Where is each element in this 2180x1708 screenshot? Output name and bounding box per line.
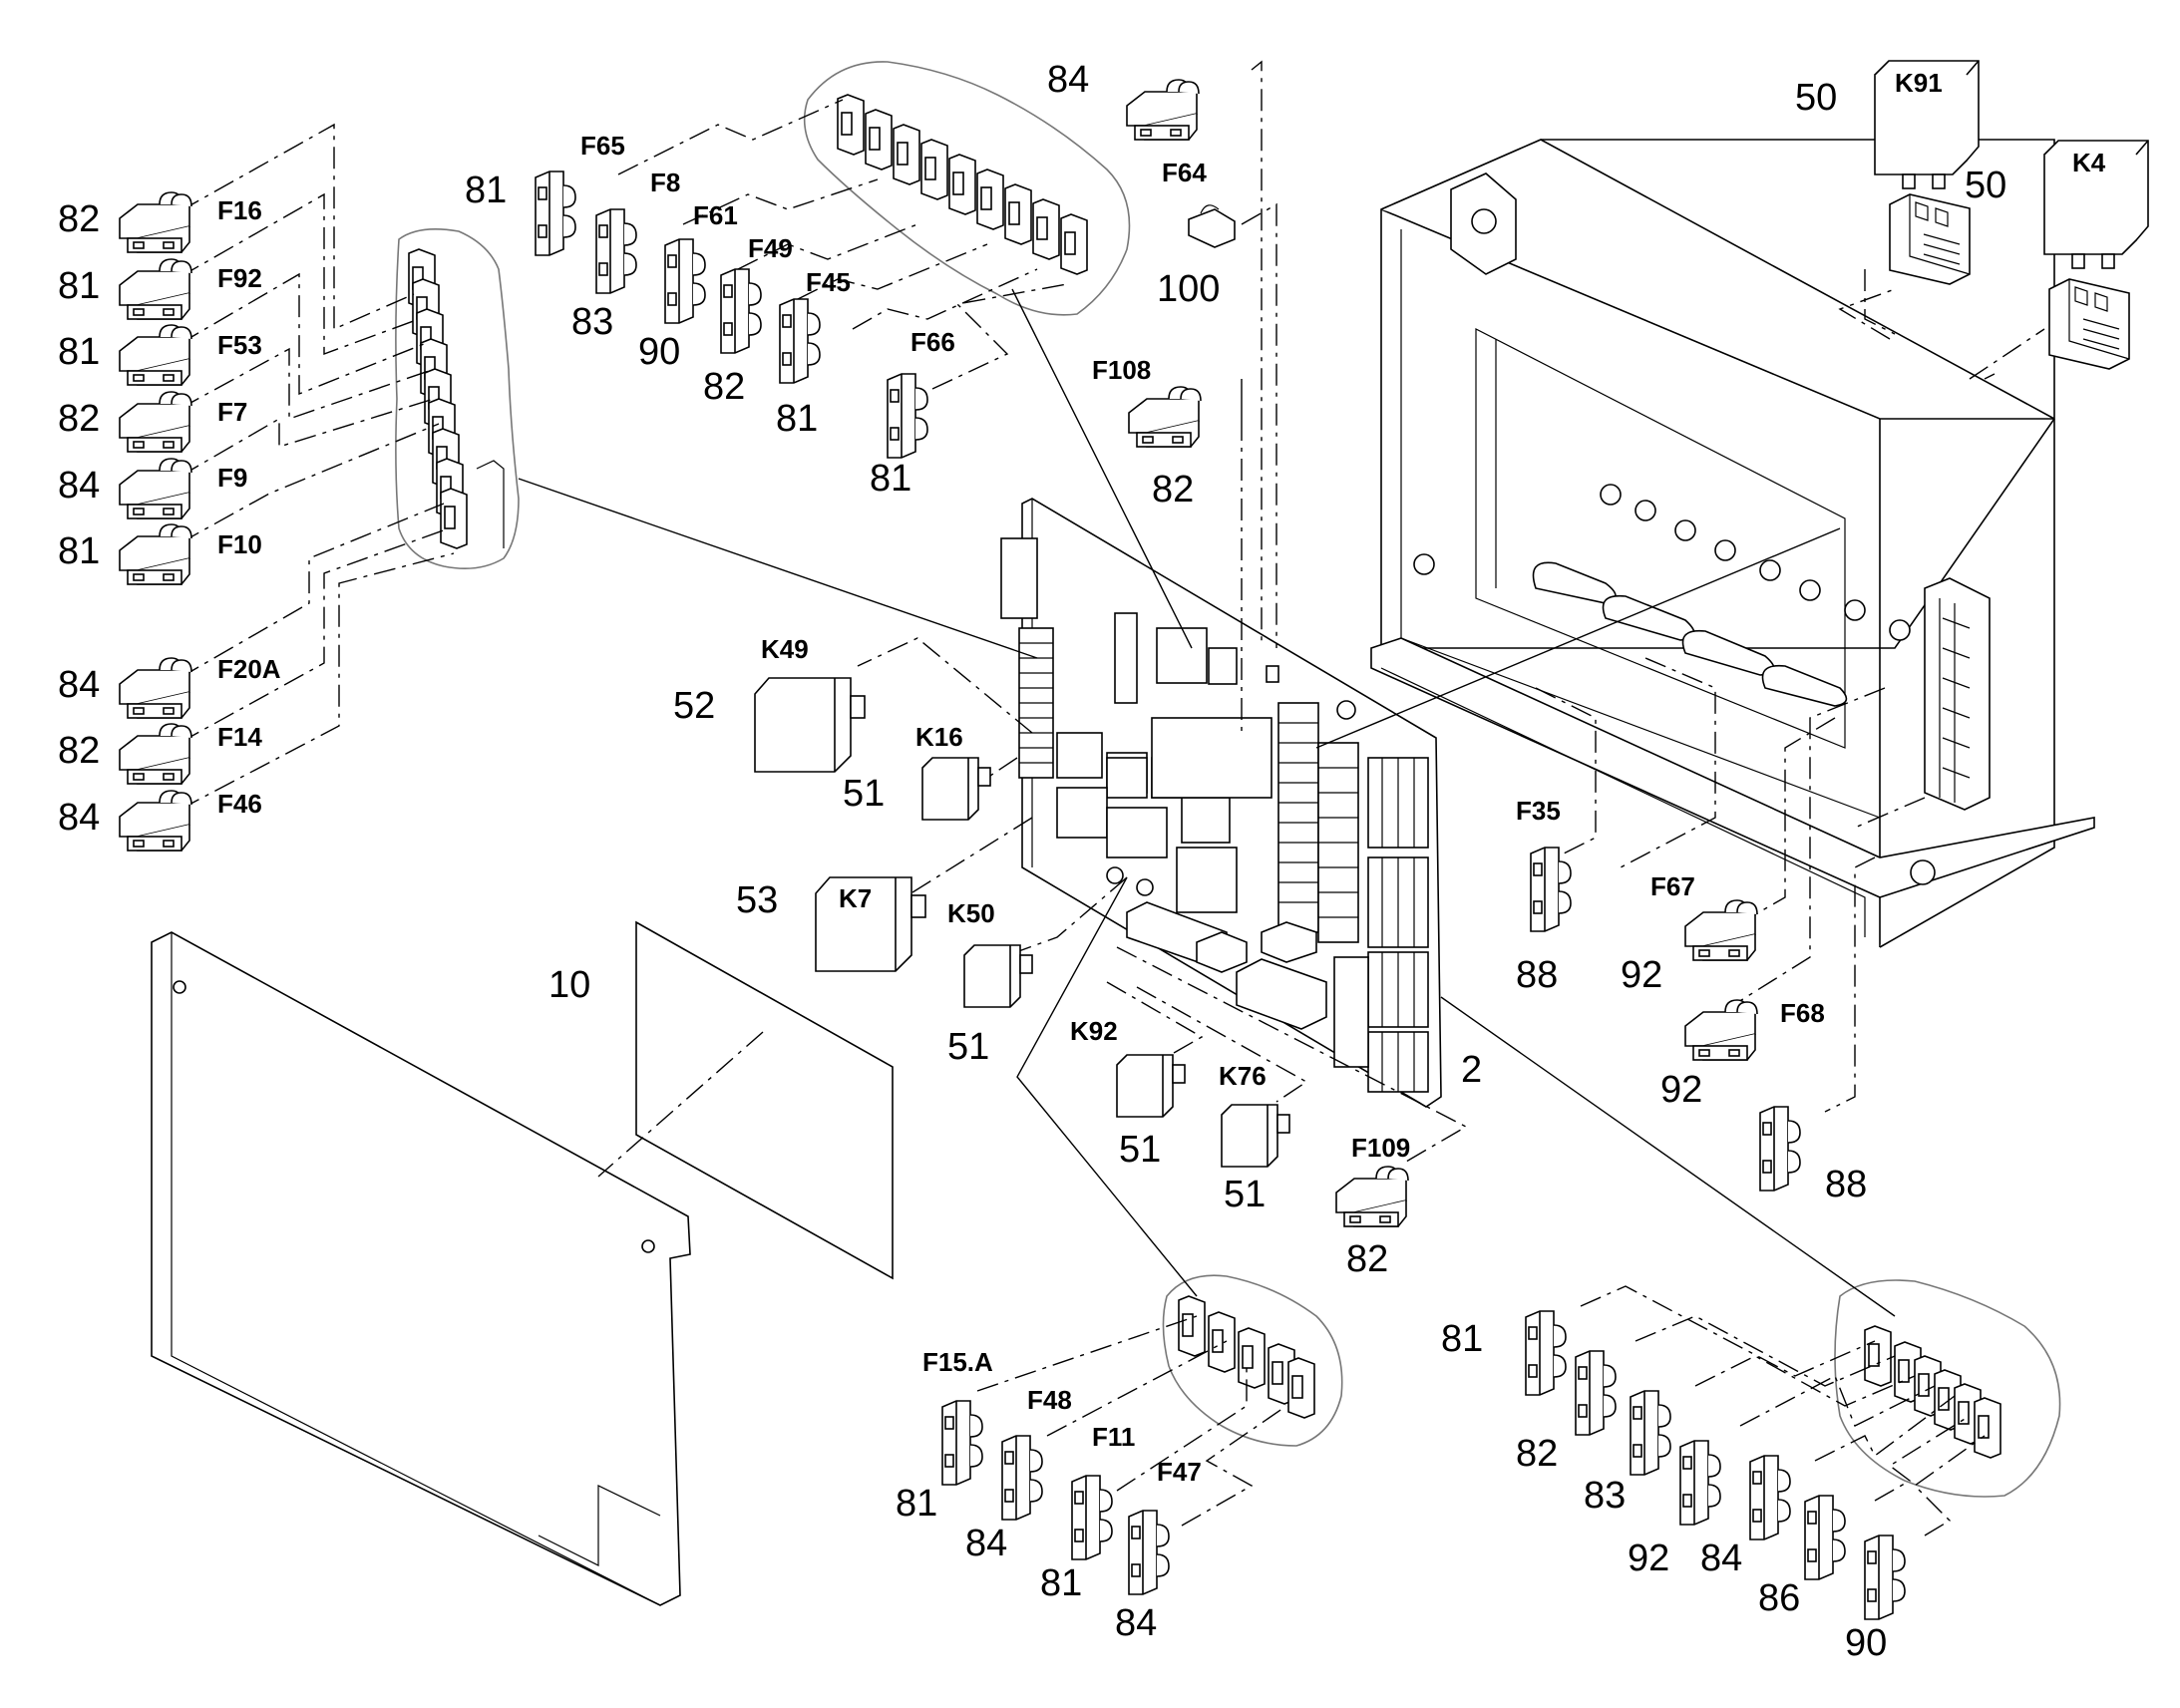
callout-82: 82 <box>58 730 100 772</box>
callout-88: 88 <box>1516 954 1558 996</box>
callout-82: 82 <box>58 198 100 240</box>
code-f47: F47 <box>1157 1457 1202 1487</box>
code-f7: F7 <box>217 397 247 427</box>
circuit-board <box>1000 498 1442 1108</box>
code-f8: F8 <box>650 168 680 197</box>
code-f46: F46 <box>217 789 262 819</box>
callout-92: 92 <box>1621 954 1662 996</box>
callout-86: 86 <box>1758 1577 1800 1619</box>
callout-82: 82 <box>1516 1433 1558 1475</box>
callout-51: 51 <box>947 1026 989 1068</box>
code-k49: K49 <box>761 634 809 664</box>
fuse-holder-bottom-center <box>1162 1274 1343 1447</box>
callout-84: 84 <box>1700 1537 1742 1579</box>
fuse-holder-left <box>395 228 520 569</box>
code-f66: F66 <box>910 327 955 357</box>
code-f64: F64 <box>1162 158 1207 187</box>
code-f15a: F15.A <box>922 1347 993 1377</box>
callout-81: 81 <box>1040 1562 1082 1604</box>
callout-82: 82 <box>703 366 745 408</box>
callout-84: 84 <box>965 1523 1007 1564</box>
code-k92: K92 <box>1070 1016 1118 1046</box>
callout-labels: 82 F16 81 F92 81 F53 82 F7 84 F9 81 F10 … <box>58 59 2106 1664</box>
code-k50: K50 <box>947 898 995 928</box>
code-k16: K16 <box>915 722 963 752</box>
callout-81: 81 <box>896 1483 937 1525</box>
callout-82: 82 <box>1152 469 1194 511</box>
callout-53: 53 <box>736 879 778 921</box>
callout-84: 84 <box>58 664 100 706</box>
callout-90: 90 <box>1845 1622 1887 1664</box>
callout-81: 81 <box>465 170 507 211</box>
control-box <box>1370 139 2095 948</box>
callout-81: 81 <box>870 458 911 500</box>
code-f92: F92 <box>217 263 262 293</box>
code-f49: F49 <box>748 233 793 263</box>
leader-lines <box>179 60 2045 1537</box>
fuse-top-cluster <box>535 79 1236 459</box>
code-f10: F10 <box>217 529 262 559</box>
code-k4: K4 <box>2072 148 2106 177</box>
callout-84: 84 <box>1047 59 1089 101</box>
callout-92: 92 <box>1660 1069 1702 1111</box>
code-k76: K76 <box>1219 1061 1267 1091</box>
code-f35: F35 <box>1516 796 1561 826</box>
callout-81: 81 <box>58 265 100 307</box>
code-f108: F108 <box>1092 355 1151 385</box>
code-f67: F67 <box>1650 871 1695 901</box>
callout-83: 83 <box>571 301 613 343</box>
fuse-holder-bottom-right <box>1834 1279 2061 1498</box>
code-f20a: F20A <box>217 654 281 684</box>
callout-51: 51 <box>1224 1174 1266 1215</box>
cover-panel <box>151 931 691 1606</box>
callout-84: 84 <box>1115 1602 1157 1644</box>
callout-84: 84 <box>58 797 100 839</box>
callout-100: 100 <box>1157 268 1220 310</box>
callout-82: 82 <box>58 398 100 440</box>
callout-88: 88 <box>1825 1164 1867 1205</box>
callout-84: 84 <box>58 465 100 507</box>
callout-51: 51 <box>843 773 885 815</box>
callout-51: 51 <box>1119 1129 1161 1171</box>
callout-82: 82 <box>1346 1238 1388 1280</box>
callout-52: 52 <box>673 685 715 727</box>
callout-83: 83 <box>1584 1475 1626 1517</box>
callout-90: 90 <box>638 331 680 373</box>
callout-10: 10 <box>548 964 590 1006</box>
code-f53: F53 <box>217 330 262 360</box>
code-f48: F48 <box>1027 1385 1072 1415</box>
callout-81: 81 <box>776 398 818 440</box>
callout-50: 50 <box>1965 165 2006 206</box>
code-k7: K7 <box>839 883 872 913</box>
code-f9: F9 <box>217 463 247 493</box>
code-f11: F11 <box>1092 1422 1135 1452</box>
callout-81: 81 <box>58 331 100 373</box>
fuse-left-column <box>119 191 192 852</box>
callout-2: 2 <box>1461 1049 1482 1091</box>
code-f68: F68 <box>1780 998 1825 1028</box>
code-f16: F16 <box>217 195 262 225</box>
callout-50: 50 <box>1795 77 1837 119</box>
callout-81: 81 <box>58 530 100 572</box>
label-sheet <box>597 920 894 1280</box>
callout-92: 92 <box>1628 1537 1669 1579</box>
code-f65: F65 <box>580 131 625 161</box>
code-f61: F61 <box>693 200 738 230</box>
code-k91: K91 <box>1895 68 1943 98</box>
code-f109: F109 <box>1351 1133 1410 1163</box>
fuse-holder-top <box>803 61 1131 316</box>
callout-81: 81 <box>1441 1318 1483 1360</box>
code-f45: F45 <box>806 267 851 297</box>
code-f14: F14 <box>217 722 262 752</box>
